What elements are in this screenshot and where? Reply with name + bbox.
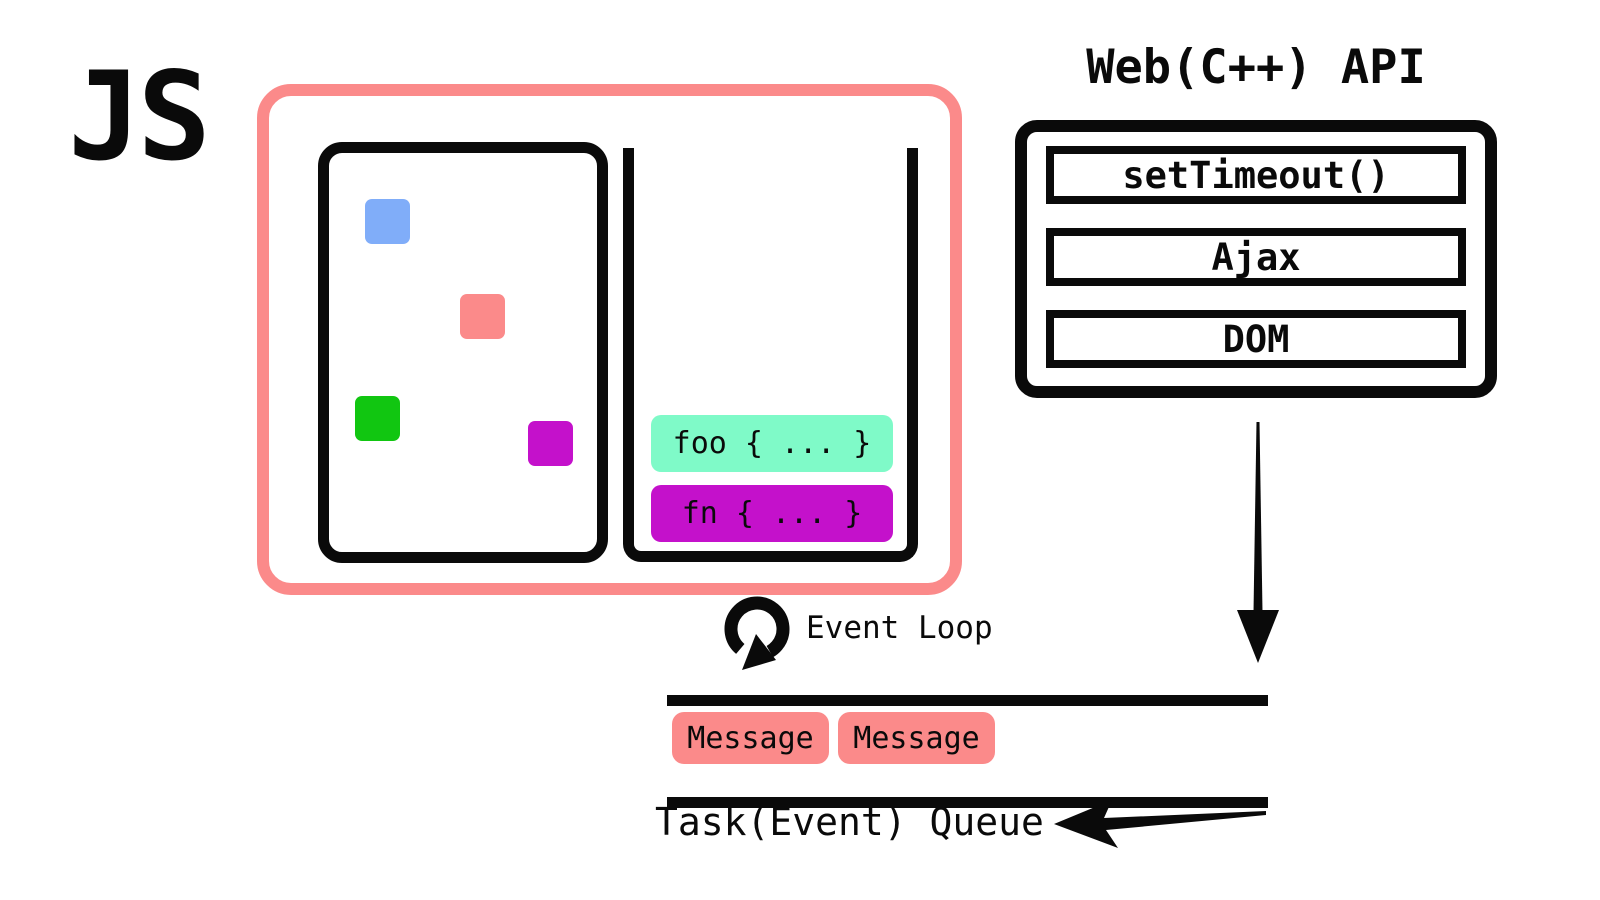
queue-inflow-arrow-icon — [1054, 800, 1266, 848]
heap-object-salmon — [460, 294, 505, 339]
web-api-item-settimeout: setTimeout() — [1046, 146, 1466, 204]
queue-top-line — [667, 695, 1268, 706]
call-stack-box: foo { ... } fn { ... } — [623, 148, 918, 562]
web-api-item-ajax: Ajax — [1046, 228, 1466, 286]
queue-message-1: Message — [672, 712, 829, 764]
webapi-to-queue-arrow-icon — [1237, 422, 1279, 663]
js-runtime-label: JS — [68, 46, 211, 188]
heap-object-green — [355, 396, 400, 441]
heap-object-magenta — [528, 421, 573, 466]
stack-frame-foo: foo { ... } — [651, 415, 893, 472]
js-runtime-container — [257, 84, 962, 595]
queue-message-2: Message — [838, 712, 995, 764]
event-loop-label: Event Loop — [806, 610, 993, 646]
event-loop-icon — [724, 596, 790, 670]
web-api-item-dom: DOM — [1046, 310, 1466, 368]
web-api-box: setTimeout() Ajax DOM — [1015, 120, 1497, 398]
web-api-title: Web(C++) API — [1086, 40, 1426, 95]
memory-heap-box — [318, 142, 608, 563]
heap-object-blue — [365, 199, 410, 244]
queue-bottom-line — [667, 797, 1268, 808]
stack-frame-fn: fn { ... } — [651, 485, 893, 542]
task-queue-label: Task(Event) Queue — [655, 800, 1044, 844]
